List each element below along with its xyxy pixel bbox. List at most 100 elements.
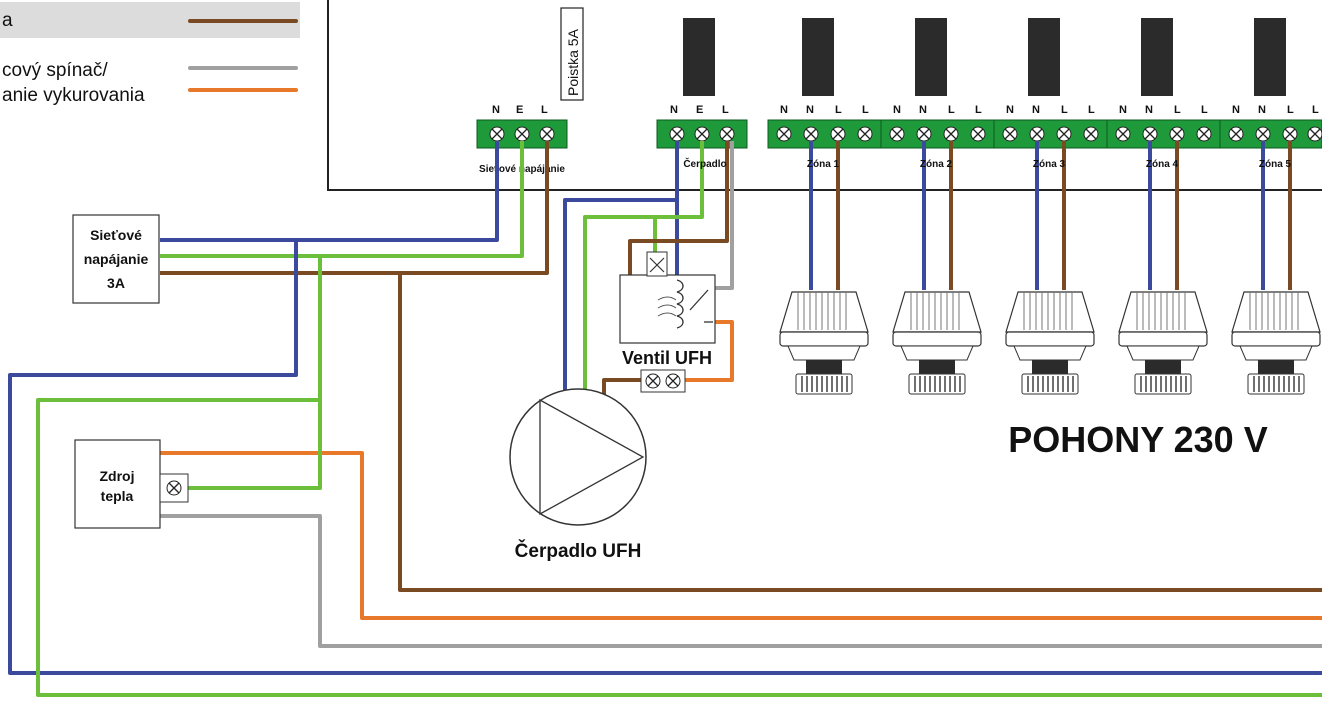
wire-green <box>36 256 1322 697</box>
wire-orange <box>160 451 1322 620</box>
screw-icon <box>1169 126 1185 142</box>
valve-ufh: Ventil UFH <box>619 251 716 393</box>
screw-icon <box>803 126 819 142</box>
close-icon <box>649 257 665 273</box>
pump-terminal-label: Čerpadlo <box>683 157 726 170</box>
wire-brown <box>628 141 729 276</box>
coil-winding-icon <box>657 296 677 317</box>
wire-blue <box>8 240 1322 675</box>
screw-icon <box>1196 126 1212 142</box>
zone-4-pin: N <box>1119 104 1127 116</box>
wire-brown <box>398 273 1322 592</box>
screw-icon <box>1115 126 1131 142</box>
zone-4-pin: L <box>1174 104 1181 116</box>
actuator-zone-2 <box>892 291 982 395</box>
pump-pin-e: E <box>696 104 703 116</box>
zone-3-pin: N <box>1032 104 1040 116</box>
legend-row3-label: anie vykurovania <box>2 85 145 106</box>
zone-2-pin: L <box>948 104 955 116</box>
zone-1-pin: N <box>806 104 814 116</box>
valve-label: Ventil UFH <box>622 348 712 368</box>
fuse-label: Poistka 5A <box>565 28 581 96</box>
pump-pin-n: N <box>670 104 678 116</box>
zone-2-pin: N <box>893 104 901 116</box>
zone-3-terminal: N N L L <box>1002 104 1108 148</box>
screw-icon <box>489 126 505 142</box>
legend-row1-label: a <box>2 10 13 31</box>
mains-supply-line2: napájanie <box>84 251 149 267</box>
screw-icon <box>776 126 792 142</box>
zone-5-pin: N <box>1258 104 1266 116</box>
zone-2-pin: N <box>919 104 927 116</box>
zone-3-pin: L <box>1088 104 1095 116</box>
actuator-zone-3 <box>1005 291 1095 395</box>
actuators: POHONY 230 V <box>779 291 1321 460</box>
zone-4-terminal: N N L L <box>1115 104 1221 148</box>
relay-zone-2 <box>915 18 947 96</box>
screw-icon <box>514 126 530 142</box>
screw-icon <box>645 373 661 389</box>
relay-zone-4 <box>1141 18 1173 96</box>
actuator-zone-4 <box>1118 291 1208 395</box>
heat-source-box: Zdroj tepla <box>74 439 189 529</box>
zone-3-pin: L <box>1061 104 1068 116</box>
actuators-label: POHONY 230 V <box>1008 419 1267 460</box>
zone-terminals: N N L L N N L L N N L L <box>767 104 1322 149</box>
power-pin-e: E <box>516 104 523 116</box>
screw-icon <box>1282 126 1298 142</box>
screw-icon <box>539 126 555 142</box>
zone-1-pin: L <box>835 104 842 116</box>
screw-icon <box>669 126 685 142</box>
zone-4-pin: N <box>1145 104 1153 116</box>
pump-label: Čerpadlo UFH <box>515 540 642 562</box>
actuator-zone-1 <box>779 291 869 395</box>
wire-green <box>176 400 322 490</box>
zone-4-label: Zóna 4 <box>1146 159 1179 170</box>
zone-1-pin: N <box>780 104 788 116</box>
relay-pump <box>683 18 715 96</box>
legend-row2-label: cový spínač/ <box>2 60 108 81</box>
zone-5-pin: N <box>1232 104 1240 116</box>
screw-icon <box>694 126 710 142</box>
mains-supply-box: Sieťové napájanie 3A <box>72 214 160 304</box>
wire-orange <box>684 320 734 382</box>
screw-icon <box>857 126 873 142</box>
relays <box>683 18 1286 96</box>
relay-zone-1 <box>802 18 834 96</box>
zone-1-label: Zóna 1 <box>807 159 840 170</box>
pump-arrow-icon <box>539 398 645 516</box>
wire-gray <box>160 514 1322 648</box>
fuse-box: Poistka 5A <box>560 7 584 101</box>
heat-source-line2: tepla <box>101 488 134 504</box>
screw-icon <box>889 126 905 142</box>
zone-1-pin: L <box>862 104 869 116</box>
zone-3-pin: N <box>1006 104 1014 116</box>
power-pin-l: L <box>541 104 548 116</box>
screw-icon <box>1255 126 1271 142</box>
pump-pin-l: L <box>722 104 729 116</box>
relay-zone-3 <box>1028 18 1060 96</box>
wire-green <box>583 141 704 395</box>
heat-source-frame <box>74 439 161 529</box>
switch-contact-icon <box>689 289 709 311</box>
legend: a cový spínač/ anie vykurovania <box>0 2 300 106</box>
wire-brown <box>602 378 641 395</box>
screw-icon <box>830 126 846 142</box>
screw-icon <box>1056 126 1072 142</box>
power-pin-n: N <box>492 104 500 116</box>
zone-2-label: Zóna 2 <box>920 159 953 170</box>
relay-zone-5 <box>1254 18 1286 96</box>
screw-icon <box>1307 126 1322 142</box>
screw-icon <box>166 480 182 496</box>
wire-blue <box>563 141 679 395</box>
zone-labels: Zóna 1 Zóna 2 Zóna 3 Zóna 4 Zóna 5 Čerpa… <box>683 157 1291 170</box>
screw-icon <box>1002 126 1018 142</box>
screw-icon <box>916 126 932 142</box>
zone-5-label: Zóna 5 <box>1259 159 1292 170</box>
pump-ufh: Čerpadlo UFH <box>509 388 647 562</box>
actuator-zone-5 <box>1231 291 1321 395</box>
zone-2-pin: L <box>975 104 982 116</box>
zone-5-pin: L <box>1312 104 1319 116</box>
wire-gray <box>713 141 734 290</box>
valve-body <box>619 274 716 344</box>
